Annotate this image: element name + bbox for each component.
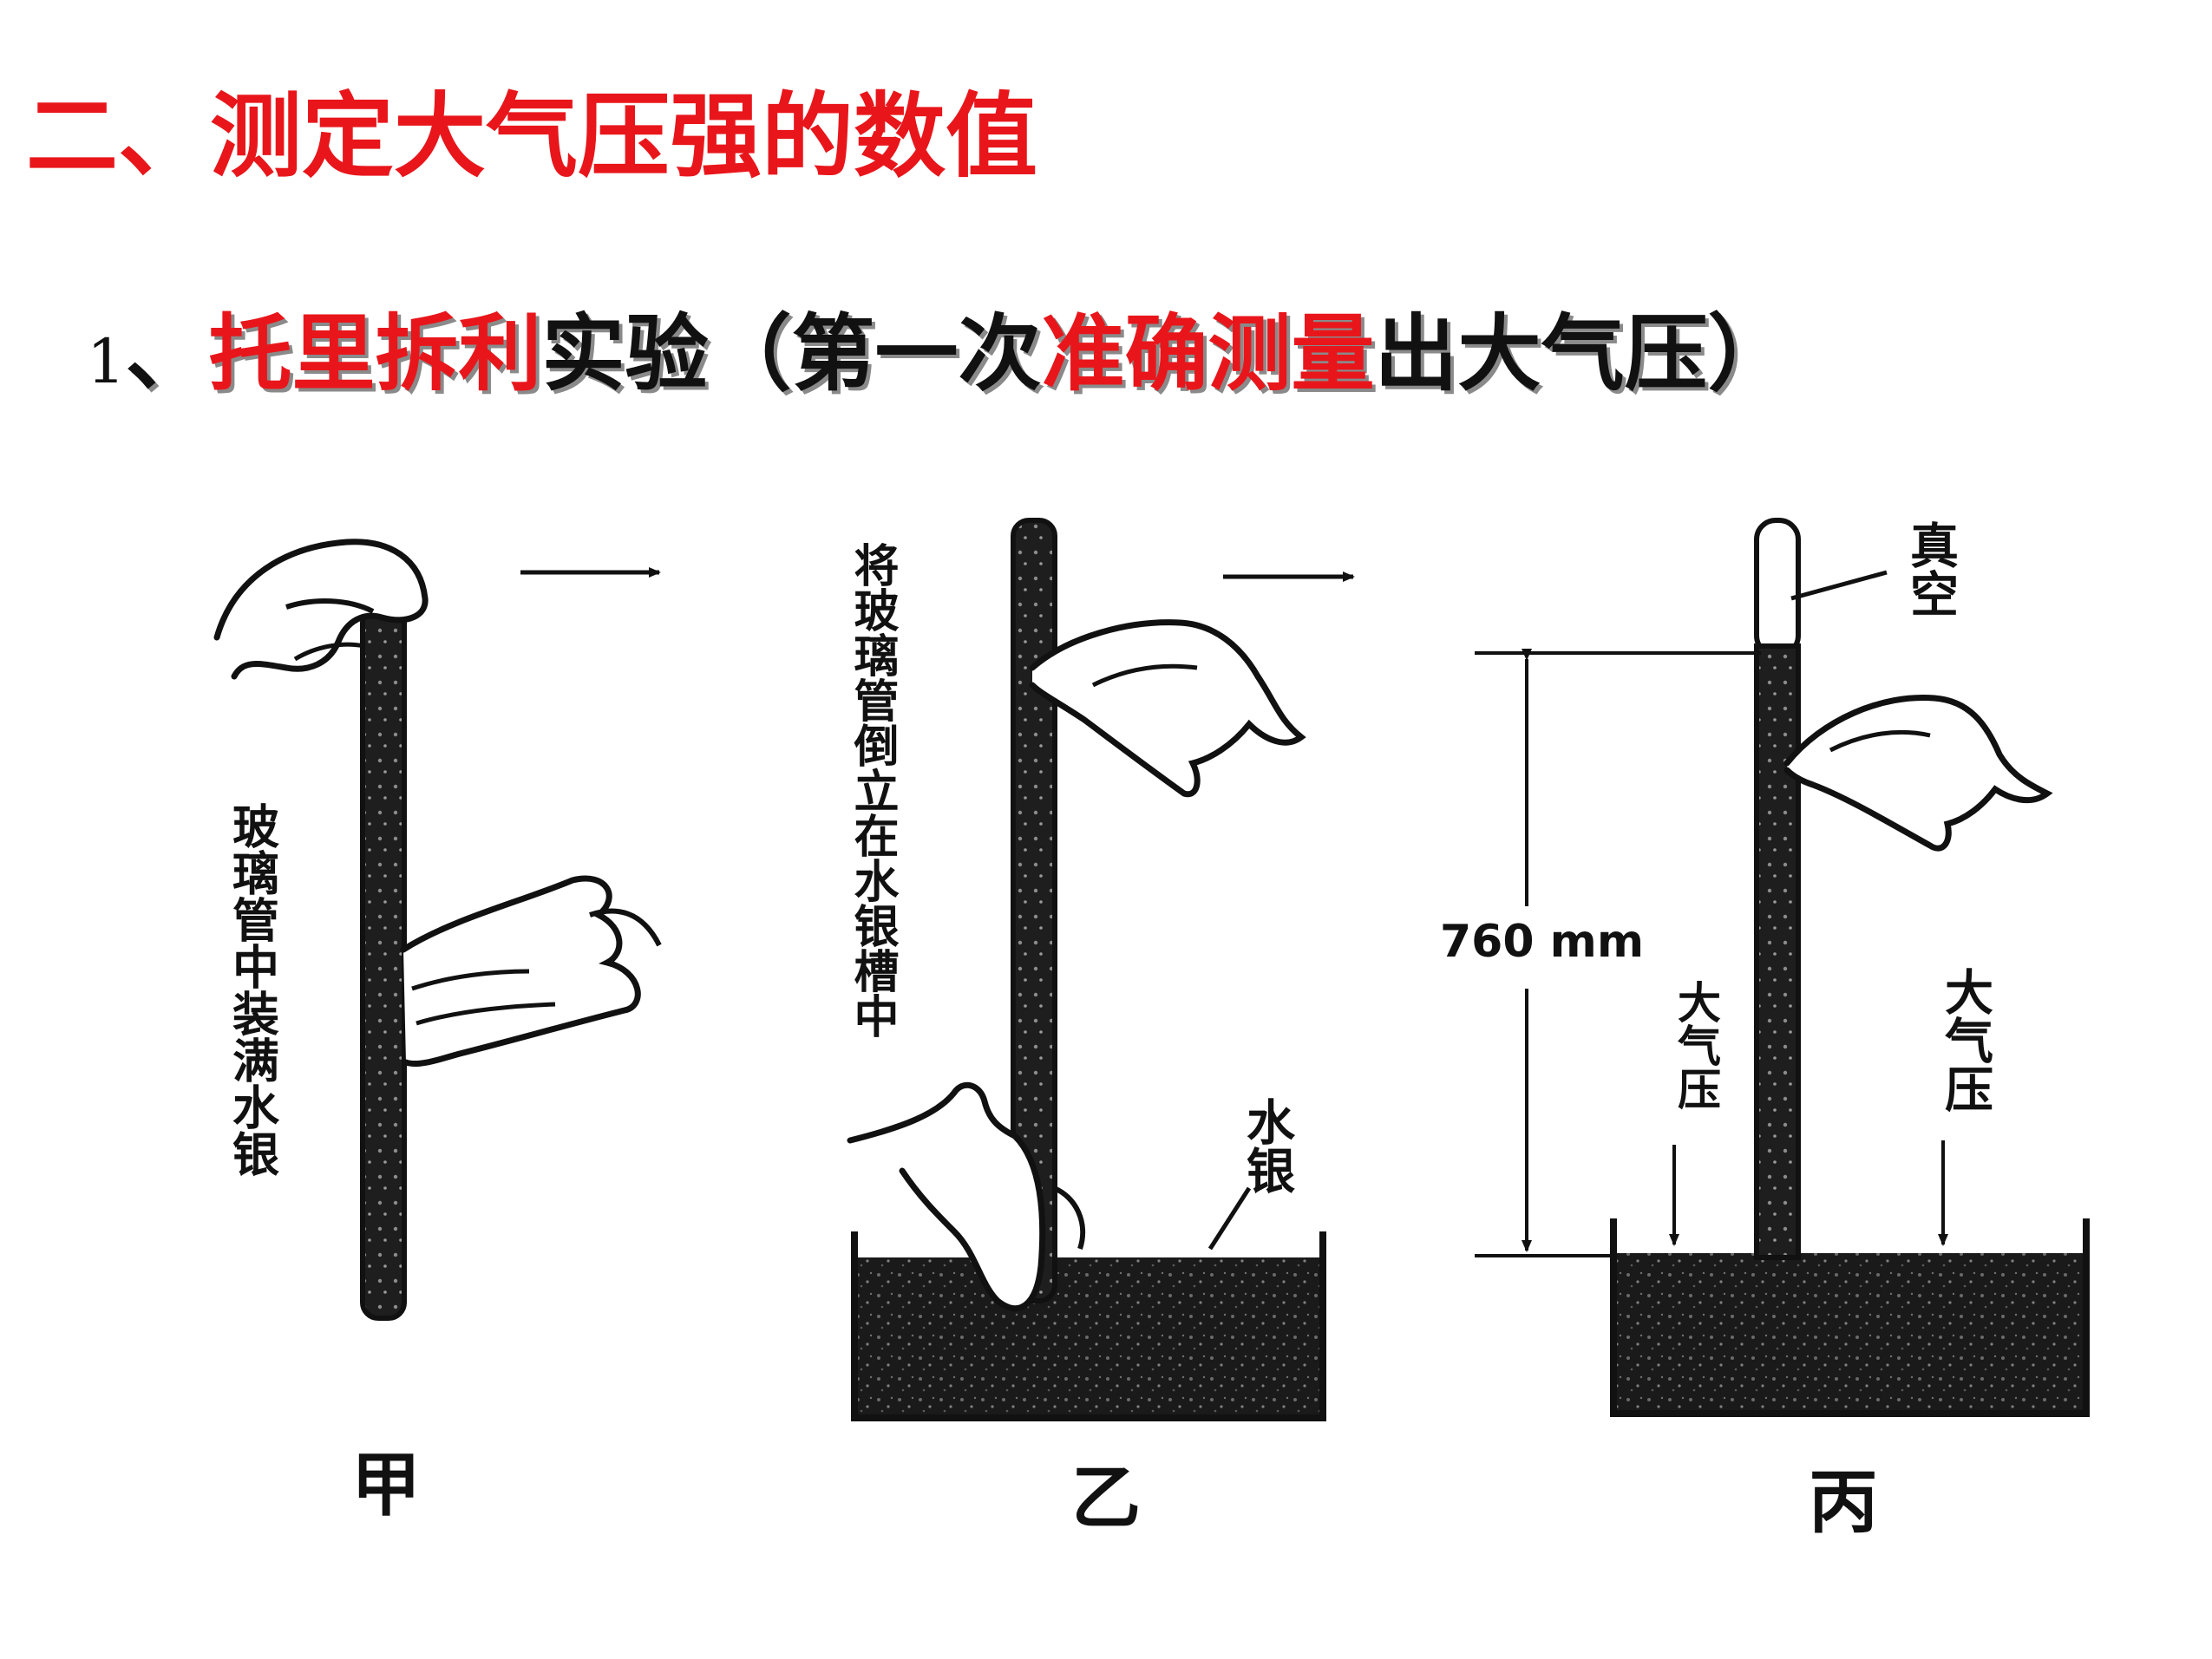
caption-bing: 丙 xyxy=(1809,1462,1878,1543)
label-pressure-right: 大气压 xyxy=(1937,967,1993,1113)
subtitle: 1、托里拆利实验（第一次准确测量出大气压） xyxy=(87,312,1791,395)
slide-title: 二、测定大气压强的数值 xyxy=(26,83,1037,190)
caption-yi: 乙 xyxy=(1071,1458,1141,1538)
tube-mercury-bing xyxy=(1754,643,1801,1260)
panel-jia: 玻璃管中装满水银 甲 xyxy=(213,539,662,1525)
leader-vacuum xyxy=(1790,570,1888,601)
subtitle-separator: 、 xyxy=(125,305,209,402)
tube-yi xyxy=(1011,518,1057,1303)
hand-top-jia xyxy=(213,539,429,680)
subtitle-name: 托里拆利 xyxy=(208,305,542,402)
subtitle-number: 1 xyxy=(87,326,126,397)
panel-bing: 真空 760 mm 大气压 大气压 丙 xyxy=(1440,518,2090,1543)
subtitle-experiment: 实验（第一次 xyxy=(541,305,1042,402)
mercury-yi xyxy=(858,1257,1319,1414)
mercury-bing xyxy=(1617,1253,2083,1410)
subtitle-emphasis: 准确测量 xyxy=(1041,305,1375,402)
label-vertical-jia: 玻璃管中装满水银 xyxy=(225,802,279,1177)
label-vacuum: 真空 xyxy=(1902,520,1959,617)
label-mercury-yi: 水银 xyxy=(1239,1097,1295,1194)
tube-vacuum-bing xyxy=(1754,518,1801,657)
label-pressure-left: 大气压 xyxy=(1671,980,1721,1110)
panel-yi: 将玻璃管倒立在水银槽中 水银 乙 xyxy=(846,518,1355,1538)
hand-bottom-yi xyxy=(847,1081,1046,1312)
tube-jia xyxy=(360,604,407,1321)
hand-bing xyxy=(1783,694,2053,852)
hand-top-yi xyxy=(1029,619,1306,798)
trough-bing xyxy=(1610,1218,2090,1417)
label-vertical-yi: 将玻璃管倒立在水银槽中 xyxy=(846,542,900,1038)
subtitle-rest: 出大气压） xyxy=(1374,305,1791,402)
trough-yi xyxy=(851,1231,1326,1421)
caption-jia: 甲 xyxy=(351,1445,421,1525)
label-height: 760 mm xyxy=(1440,916,1644,968)
